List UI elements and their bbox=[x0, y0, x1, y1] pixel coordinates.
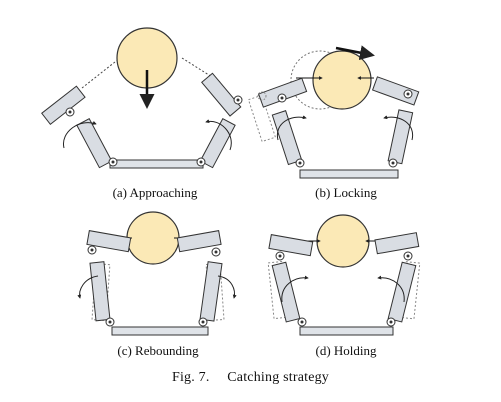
ball bbox=[312, 50, 372, 110]
ball bbox=[126, 211, 180, 265]
panel-c-label: (c) Rebounding bbox=[117, 343, 199, 358]
figure-title: Catching strategy bbox=[227, 370, 330, 385]
left-arm bbox=[267, 234, 314, 327]
figure-number: Fig. 7. bbox=[171, 370, 210, 385]
panel-b-locking bbox=[247, 45, 420, 179]
panel-a-label: (a) Approaching bbox=[113, 185, 198, 200]
figure-caption: Fig. 7. Catching strategy bbox=[0, 370, 501, 386]
right-arm bbox=[371, 76, 420, 168]
right-arm bbox=[196, 72, 243, 169]
base-plate bbox=[299, 169, 399, 179]
panel-d-label: (d) Holding bbox=[315, 343, 377, 358]
right-arm bbox=[176, 230, 237, 327]
base-plate bbox=[299, 326, 394, 336]
ball bbox=[316, 214, 370, 268]
panel-b-label: (b) Locking bbox=[315, 185, 377, 200]
right-arm bbox=[374, 232, 421, 327]
panel-d-holding bbox=[267, 214, 421, 336]
panel-c-rebounding bbox=[77, 211, 237, 336]
panel-a-approaching bbox=[41, 27, 243, 169]
left-arm bbox=[41, 85, 118, 169]
base-plate bbox=[109, 159, 204, 169]
left-arm bbox=[77, 230, 132, 327]
base-plate bbox=[111, 326, 209, 336]
left-arm bbox=[247, 77, 308, 168]
